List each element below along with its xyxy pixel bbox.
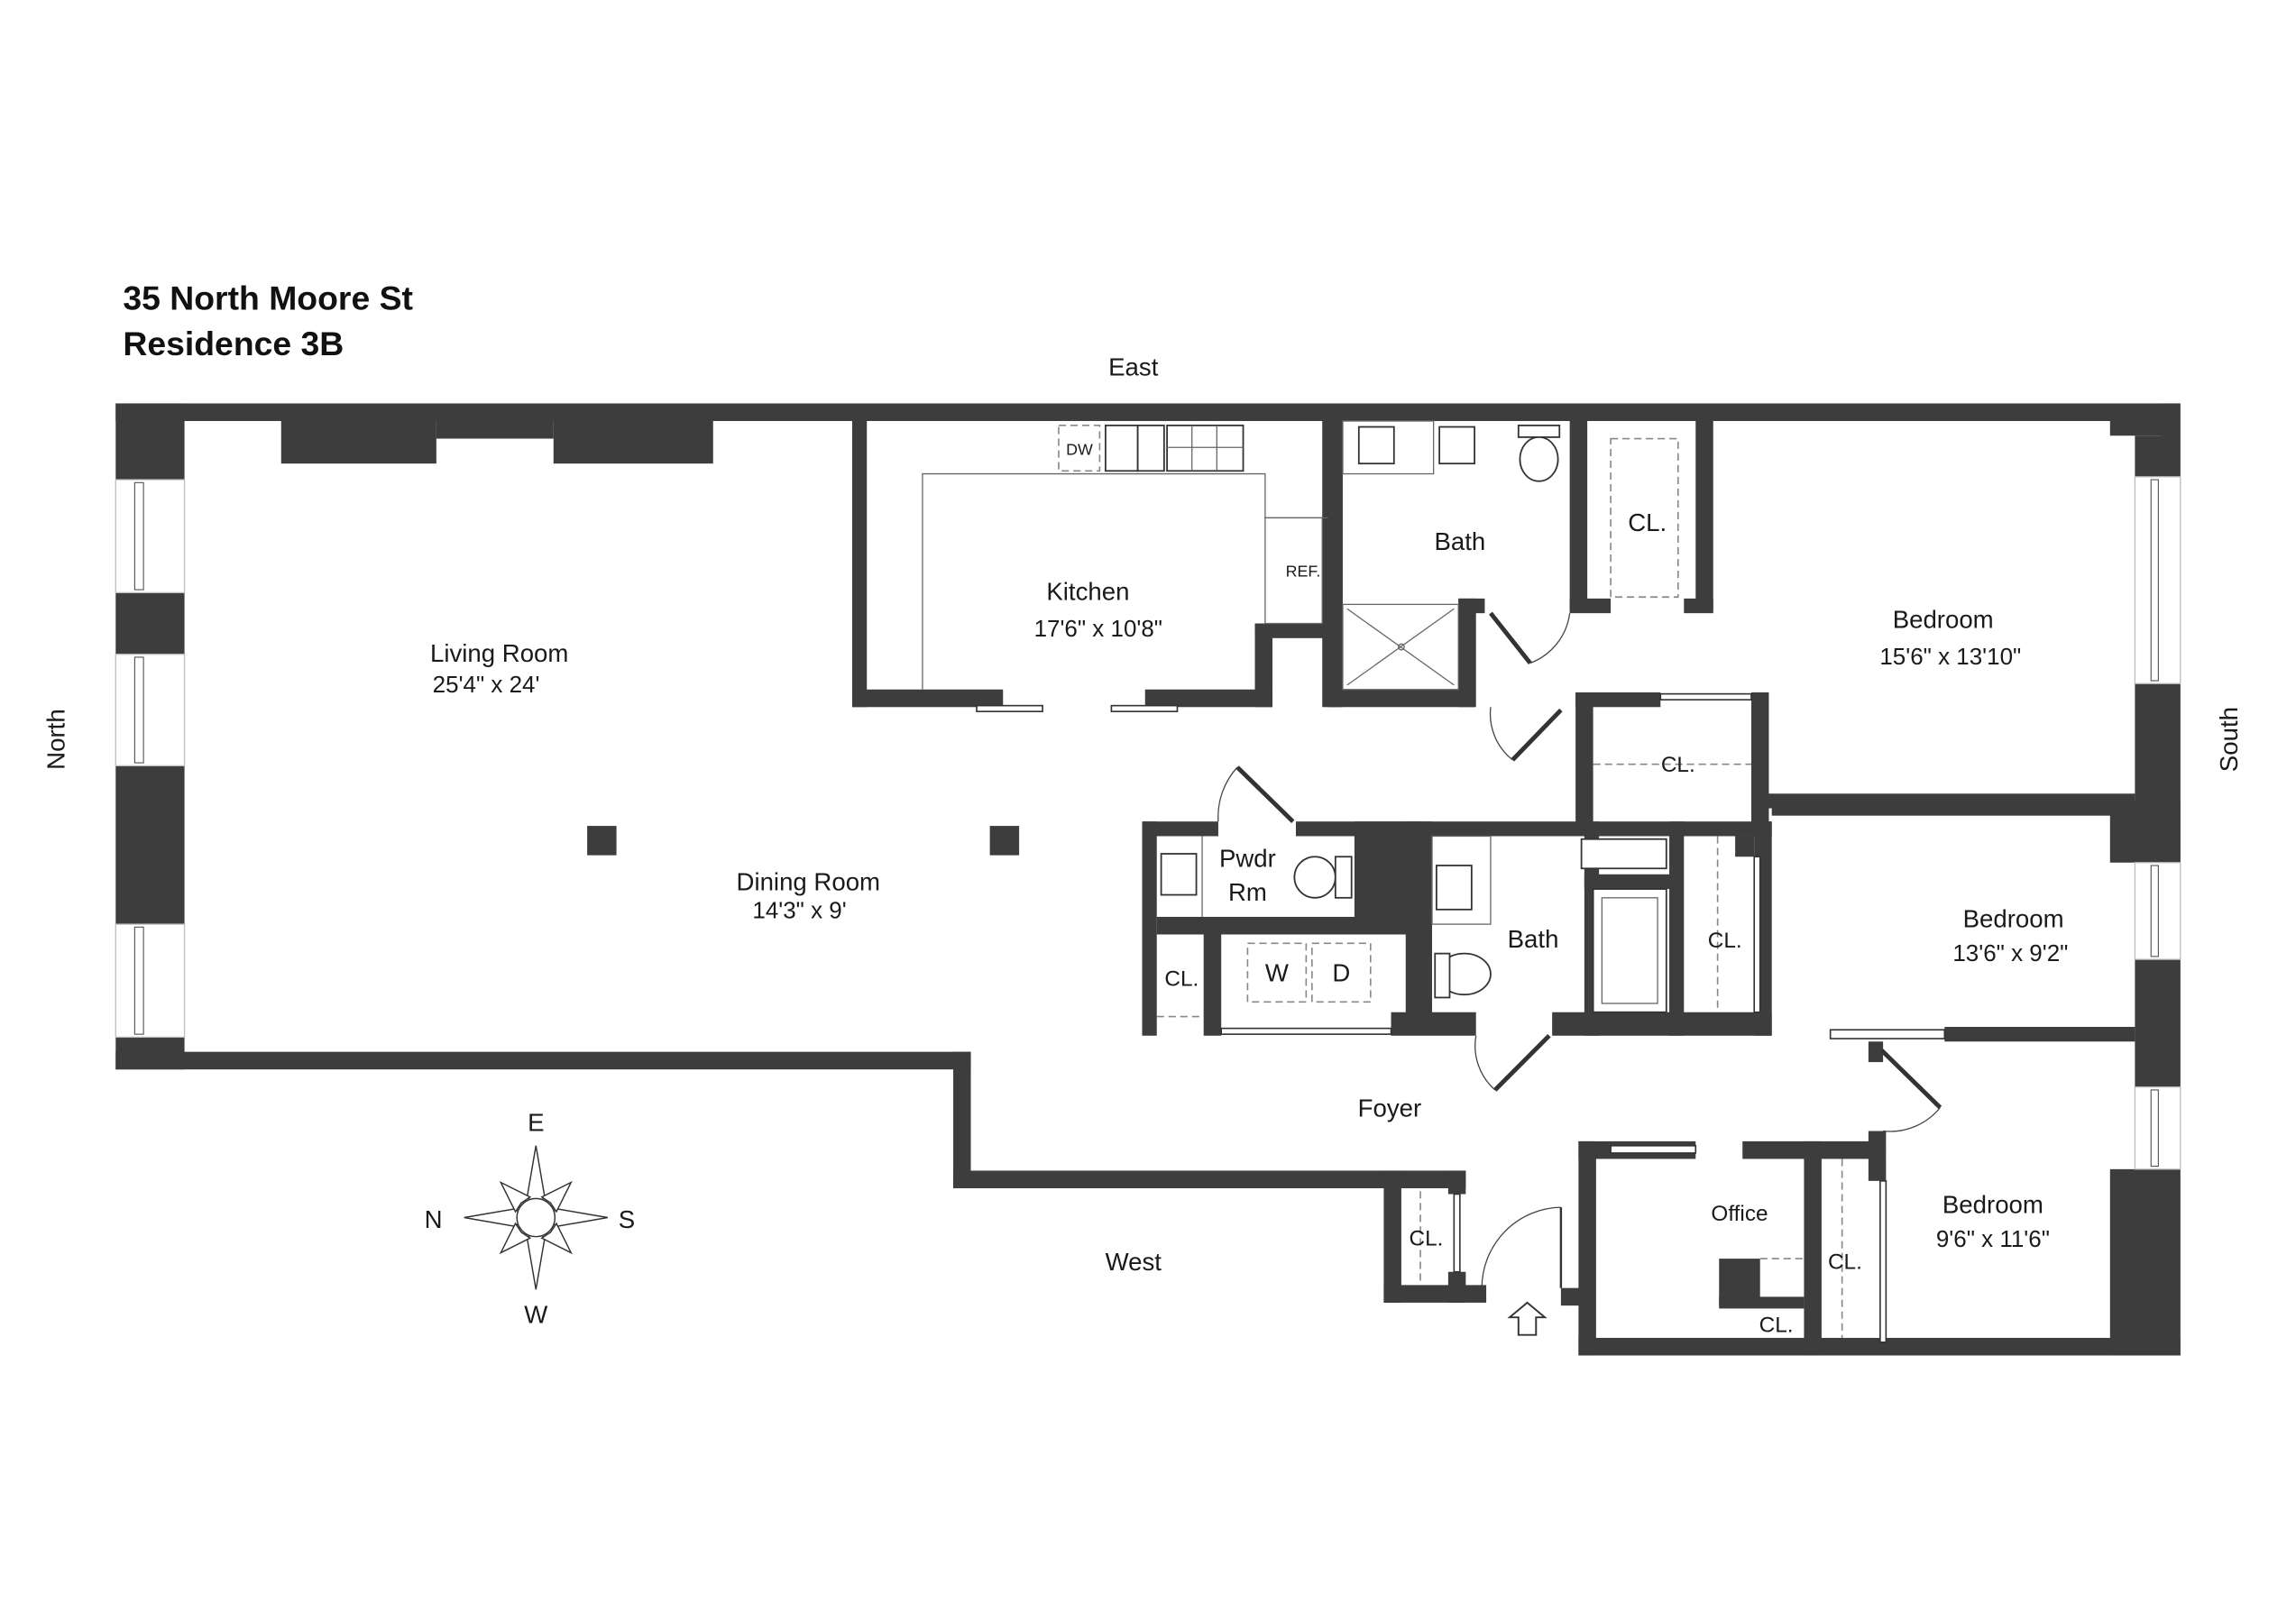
closet-label: CL. — [1628, 508, 1667, 536]
foyer-label: Foyer — [1358, 1094, 1422, 1122]
hall-closet: CL. — [1489, 692, 1769, 825]
address-title: 35 North Moore St — [123, 279, 413, 316]
service-core: Pwdr Rm W D CL. Bath CL. — [1142, 765, 1772, 1092]
entry: CL. — [1410, 1191, 1563, 1336]
compass-west: W — [524, 1301, 547, 1329]
orientation-north-label: North — [41, 709, 69, 770]
powder-room-label-2: Rm — [1228, 878, 1267, 906]
sink-icon — [1438, 426, 1475, 465]
washer-label: W — [1265, 959, 1289, 987]
master-bedroom-dims: 15'6" x 13'10" — [1879, 643, 2021, 670]
office-label: Office — [1711, 1202, 1768, 1226]
entry-arrow-icon — [1507, 1301, 1548, 1336]
plan-title: 35 North Moore St Residence 3B — [123, 279, 413, 362]
compass-north: N — [425, 1205, 443, 1233]
closet-label: CL. — [1759, 1313, 1794, 1337]
sink-icon — [1160, 853, 1198, 896]
compass-south: S — [619, 1205, 635, 1233]
orientation-west-label: West — [1106, 1248, 1162, 1276]
master-bedroom-label: Bedroom — [1893, 605, 1994, 633]
master-bath: Bath CL. — [1327, 420, 1713, 708]
column — [587, 826, 617, 856]
range-icon — [1166, 424, 1244, 472]
kitchen-label: Kitchen — [1046, 577, 1129, 605]
sink-icon — [1357, 426, 1395, 465]
third-bedroom-dims: 9'6" x 11'6" — [1936, 1225, 2050, 1252]
master-bath-label: Bath — [1434, 527, 1485, 555]
closet-label: CL. — [1708, 929, 1742, 953]
third-bedroom-and-office: Office CL. CL. Bedroom 9'6" x 11'6" — [1578, 1041, 2050, 1356]
refrigerator-label: REF. — [1286, 562, 1321, 580]
kitchen: REF. DW Kitchen 17'6" x 10'8" — [852, 420, 1340, 712]
orientation-south-label: South — [2215, 707, 2243, 772]
windows — [115, 476, 2181, 1170]
closet-label: CL. — [1164, 966, 1199, 991]
master-bedroom: Bedroom 15'6" x 13'10" — [1766, 605, 2135, 809]
washer-icon — [1246, 942, 1308, 1003]
living-room-label: Living Room — [430, 639, 568, 667]
second-bath-label: Bath — [1508, 925, 1559, 953]
compass-east: E — [528, 1109, 544, 1137]
sink-icon — [1435, 865, 1473, 911]
dining-room-label: Dining Room — [737, 868, 881, 896]
dryer-icon — [1311, 942, 1372, 1003]
second-bedroom-label: Bedroom — [1963, 904, 2064, 932]
dryer-label: D — [1332, 959, 1350, 987]
column — [989, 826, 1020, 856]
toilet-icon — [1293, 856, 1336, 899]
powder-room-label: Pwdr — [1219, 845, 1276, 873]
compass-rose: E W N S — [425, 1109, 636, 1329]
closet-label: CL. — [1828, 1250, 1862, 1274]
second-bedroom-dims: 13'6" x 9'2" — [1952, 939, 2068, 966]
closet-label: CL. — [1661, 753, 1695, 777]
living-room-dims: 25'4" x 24' — [433, 671, 540, 698]
second-bedroom: Bedroom 13'6" x 9'2" — [1771, 801, 2135, 1042]
closet-label: CL. — [1410, 1226, 1444, 1250]
unit-title: Residence 3B — [123, 325, 344, 362]
third-bedroom-label: Bedroom — [1942, 1191, 2043, 1219]
toilet-icon — [1519, 435, 1559, 482]
dining-room-dims: 14'3" x 9' — [752, 897, 846, 924]
orientation-east-label: East — [1108, 353, 1159, 381]
bathtub-icon — [1592, 888, 1667, 1013]
kitchen-dims: 17'6" x 10'8" — [1034, 615, 1162, 642]
dishwasher-label: DW — [1066, 440, 1093, 458]
compass-icon — [464, 1145, 608, 1290]
